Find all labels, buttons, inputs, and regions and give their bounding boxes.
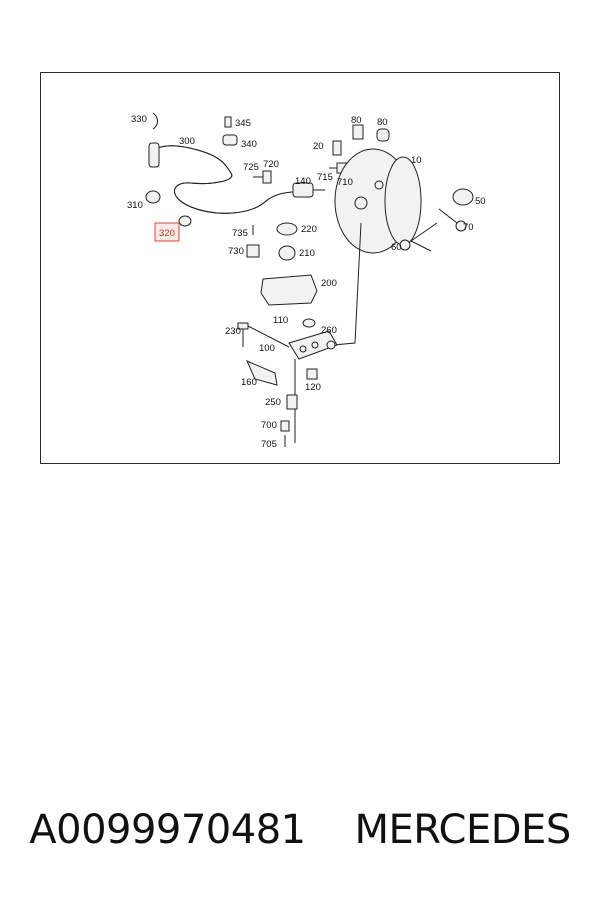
part-label-260: 260 (321, 325, 337, 336)
sensor-730 (246, 244, 260, 258)
part-label-80a: 80 (351, 115, 362, 126)
part-label-300: 300 (179, 136, 195, 147)
vacuum-hose-inner (152, 145, 300, 214)
part-250 (286, 394, 298, 410)
clip-310 (145, 190, 161, 204)
part-label-345: 345 (235, 118, 251, 129)
part-label-60: 60 (391, 242, 402, 253)
reservoir-200 (260, 274, 318, 306)
part-label-710: 710 (337, 177, 353, 188)
bolt-70-shaft (438, 208, 458, 224)
part-label-705: 705 (261, 439, 277, 450)
seal-260 (326, 340, 336, 350)
parts-diagram: 330 345 300 340 80 80 20 725 720 10 715 … (40, 72, 560, 464)
part-label-70: 70 (463, 222, 474, 233)
booster-rim (384, 156, 422, 246)
part-label-340: 340 (241, 139, 257, 150)
hose-end-330 (148, 142, 160, 168)
clip-340 (222, 134, 238, 146)
plug-80b (376, 128, 390, 142)
part-label-160: 160 (241, 377, 257, 388)
part-label-250: 250 (265, 397, 281, 408)
part-label-310: 310 (127, 200, 143, 211)
part-label-720: 720 (263, 159, 279, 170)
part-label-110: 110 (273, 315, 288, 326)
part-label-50: 50 (475, 196, 486, 207)
vacuum-hose-300 (152, 145, 300, 214)
clip-330 (152, 112, 158, 130)
part-label-220: 220 (301, 224, 317, 235)
bolt-345 (224, 116, 232, 128)
part-label-120: 120 (305, 382, 321, 393)
part-label-735: 735 (232, 228, 248, 239)
part-120 (306, 368, 318, 380)
seal-50 (452, 188, 474, 206)
part-label-100: 100 (259, 343, 275, 354)
part-label-715: 715 (317, 172, 333, 183)
highlight-box-320[interactable] (154, 222, 180, 242)
brand-name: MERCEDES (354, 807, 571, 853)
leader-230 (247, 325, 290, 348)
part-label-140: 140 (295, 176, 311, 187)
sensor-720 (262, 170, 272, 184)
booster-port (354, 196, 368, 210)
part-label-200: 200 (321, 278, 337, 289)
part-label-230: 230 (225, 326, 241, 337)
grommet-110 (302, 318, 316, 328)
cap-220 (276, 222, 298, 236)
leader-60b (410, 222, 438, 242)
part-label-20: 20 (313, 141, 324, 152)
part-label-10: 10 (411, 155, 422, 166)
bolt-70-head (455, 220, 467, 232)
nut-60 (399, 239, 411, 251)
part-number: A0099970481 (29, 807, 306, 853)
caption-gap (306, 807, 355, 853)
exploded-parts-drawing: 330 345 300 340 80 80 20 725 720 10 715 … (127, 112, 486, 450)
part-label-700: 700 (261, 420, 277, 431)
mc-port-1 (299, 345, 307, 353)
leader-60 (410, 240, 432, 252)
bracket-160 (246, 360, 278, 386)
part-label-730: 730 (228, 246, 244, 257)
mc-port-2 (311, 341, 319, 349)
part-700 (280, 420, 290, 432)
pin-20 (332, 140, 342, 156)
part-label-320-highlighted[interactable]: 320 (159, 228, 175, 239)
part-label-210: 210 (299, 248, 315, 259)
booster-hole (374, 180, 384, 190)
part-label-725: 725 (243, 162, 259, 173)
clip-320 (178, 215, 192, 227)
product-caption: A0099970481 MERCEDES (0, 800, 600, 860)
part-label-330: 330 (131, 114, 147, 125)
part-label-80b: 80 (377, 117, 388, 128)
leader-booster-260 (332, 222, 362, 346)
plug-80a (352, 124, 364, 140)
filter-210 (278, 245, 296, 261)
